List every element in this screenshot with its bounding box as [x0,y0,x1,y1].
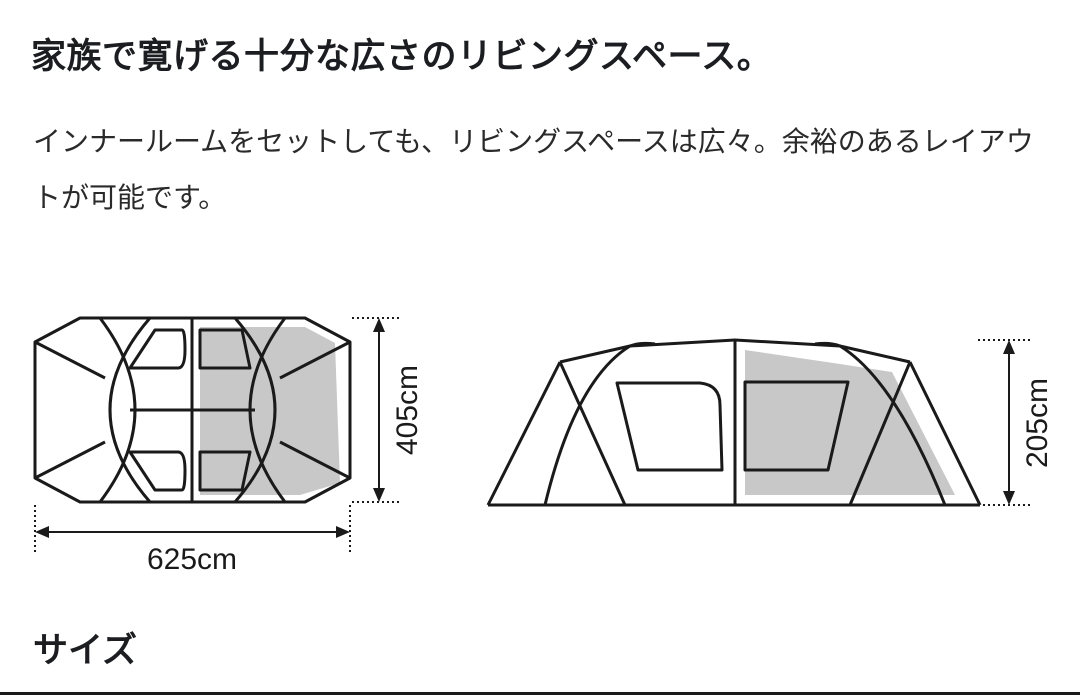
living-space-highlight [745,350,955,495]
height-label: 205cm [1021,378,1054,468]
width-label: 625cm [147,543,237,576]
tent-top-view-diagram: 405cm 625cm [33,316,424,576]
depth-dimension: 405cm [352,317,424,503]
depth-label: 405cm [391,365,424,455]
bottom-divider [0,692,1080,695]
page-headline: 家族で寛げる十分な広さのリビングスペース。 [31,37,773,77]
width-dimension: 625cm [34,505,351,576]
description-text: インナールームをセットしても、リビングスペースは広々。余裕のあるレイアウトが可能… [33,125,1034,214]
tent-side-view-diagram: 205cm [486,338,1054,507]
height-dimension: 205cm [978,339,1054,506]
section-title-size: サイズ [33,631,137,671]
